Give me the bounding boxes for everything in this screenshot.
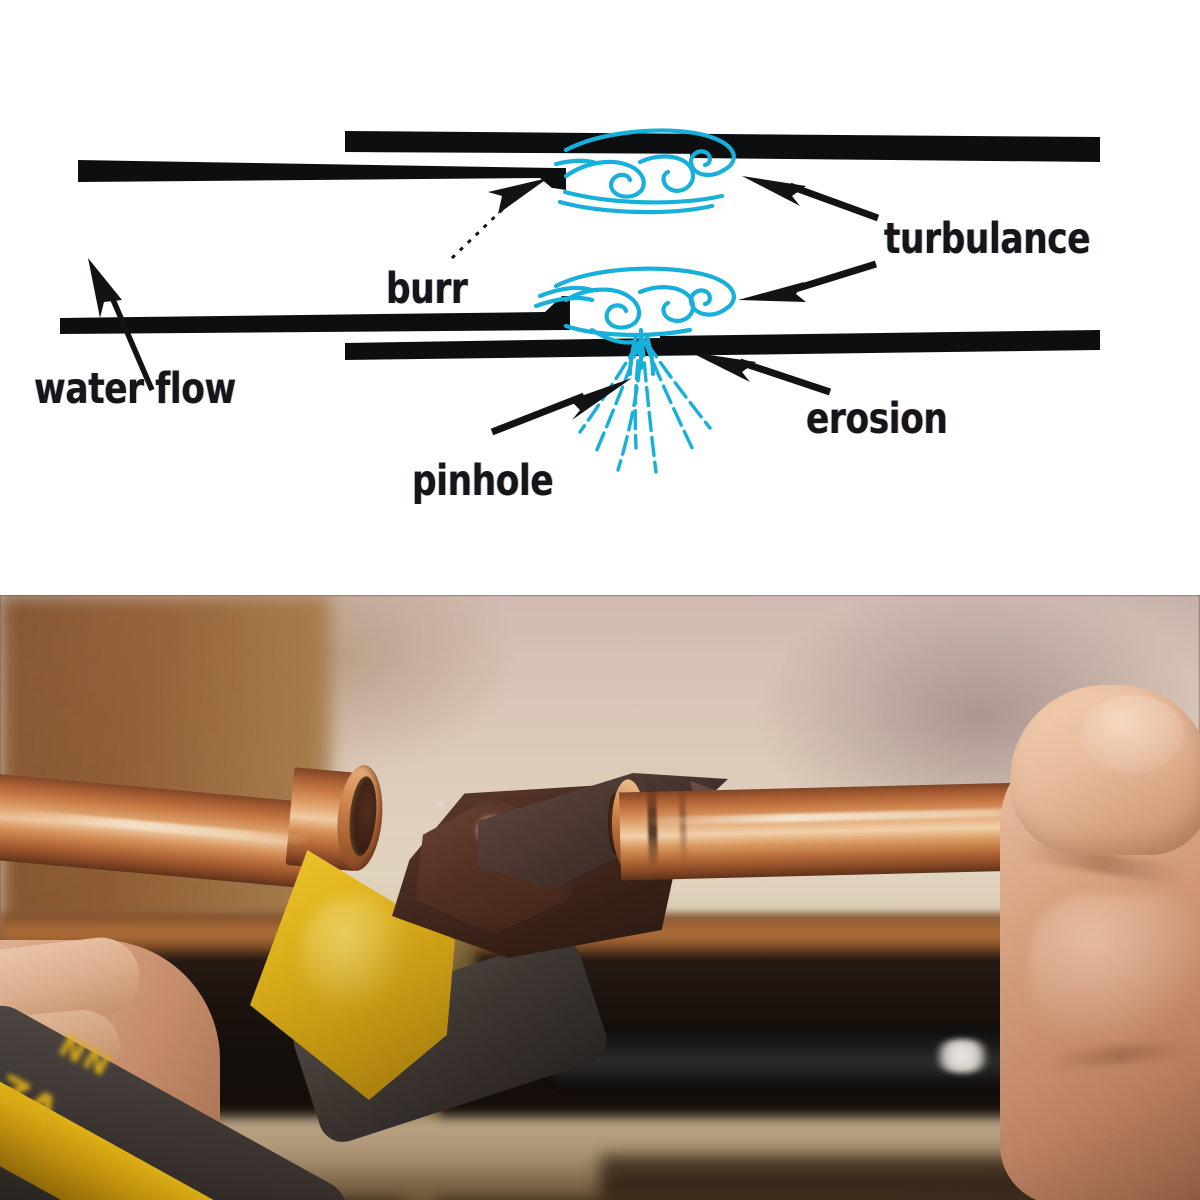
label-pinhole: pinhole (412, 456, 554, 506)
right-pipe-wall-lower (660, 330, 1100, 354)
right-pipe-wall-upper (690, 140, 1100, 162)
pinhole-spray-core (628, 328, 655, 376)
arrow-water-flow (88, 258, 155, 392)
lower-turbulence-swirls (533, 266, 736, 345)
right-hand-knuckle (1030, 895, 1200, 1045)
label-burr: burr (386, 264, 468, 314)
label-erosion: erosion (806, 394, 948, 444)
tool-jaw-speck (437, 801, 445, 809)
label-water-flow: water flow (34, 364, 236, 414)
arrow-erosion (690, 352, 832, 396)
photo-panel: ZA NN (0, 595, 1200, 1200)
label-turbulance: turbulance (884, 214, 1091, 264)
arrow-pinhole (490, 378, 632, 436)
pipe-diagram-svg (60, 128, 1100, 474)
upper-inner-pipe-wall (78, 160, 566, 190)
right-hand-thumbnail (1080, 695, 1184, 773)
arrow-turbulance-lower (738, 260, 878, 302)
arrow-turbulance-upper (742, 176, 880, 222)
background-specular-highlight (930, 1039, 994, 1073)
lower-inner-pipe-wall (60, 296, 570, 334)
arrow-burr (450, 178, 548, 260)
upper-turbulence-swirls (553, 128, 736, 215)
diagram-panel: water flow burr turbulance pinhole erosi… (0, 0, 1200, 595)
tool-yellow-highlight (300, 895, 410, 1015)
